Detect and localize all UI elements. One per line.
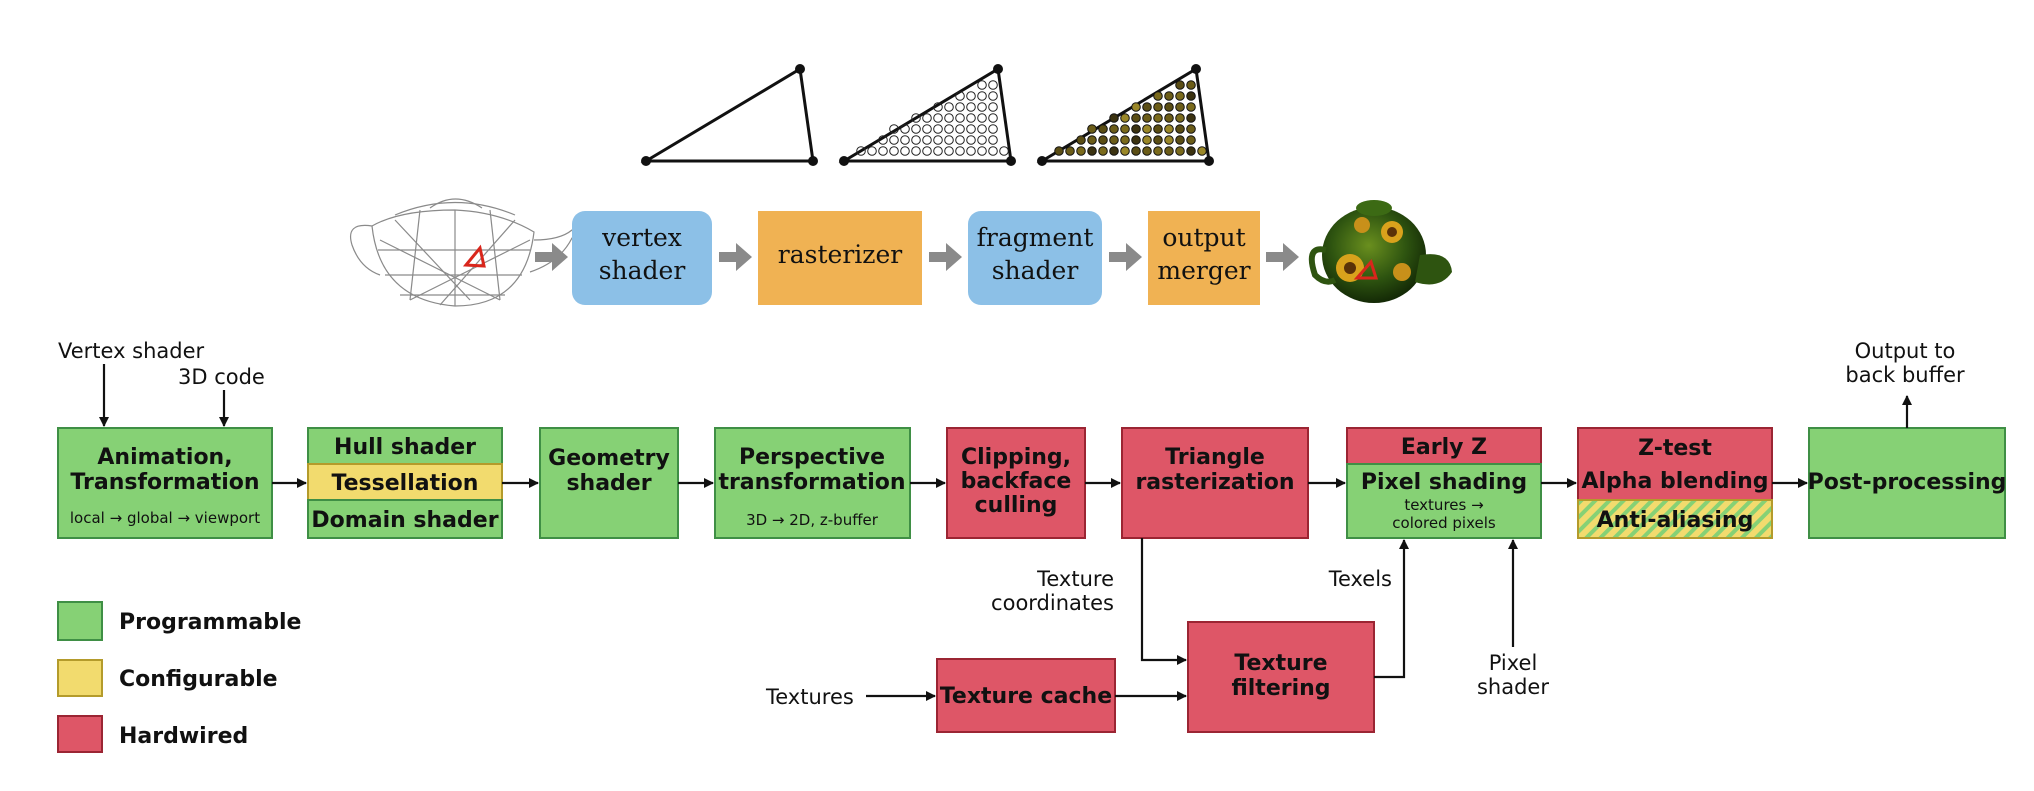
rasterizer-stage-label: rasterizer: [778, 240, 902, 269]
triangle-stage-line1: Triangle: [1165, 445, 1265, 470]
fragment-shader-stage-line1: fragment: [977, 223, 1094, 252]
fragment-shader-stage: [968, 211, 1102, 305]
tessellation-stage: [307, 463, 503, 501]
perspective-stage-line2: transformation: [718, 470, 905, 495]
clipping-stage-line1: Clipping,: [961, 445, 1071, 470]
texture-filtering-line2: filtering: [1231, 676, 1330, 701]
texture-coordinates-label-line2: coordinates: [991, 591, 1114, 615]
pixel-shader-input-line2: shader: [1477, 675, 1549, 699]
domain-shader-label: Domain shader: [311, 508, 498, 533]
perspective-stage-line1: Perspective: [739, 445, 885, 470]
clipping-stage-line2: backface: [961, 469, 1072, 494]
rasterizer-stage: [758, 211, 922, 305]
triangle-shaded-fragments-icon: [1036, 64, 1214, 166]
vertex-shader-stage: [572, 211, 712, 305]
anti-aliasing-stage: [1577, 499, 1773, 539]
legend-configurable-label: Configurable: [119, 667, 278, 692]
tessellation-label: Tessellation: [332, 471, 479, 496]
pixel-shading-sub1: textures →: [1404, 496, 1483, 514]
early-z-label: Early Z: [1401, 435, 1487, 460]
z-test-alpha-blending-stage: [1577, 427, 1773, 501]
pixel-shading-stage: [1346, 463, 1542, 539]
textures-label: Textures: [765, 685, 854, 709]
legend-programmable-label: Programmable: [119, 610, 301, 635]
vertex-shader-stage-line2: shader: [599, 256, 686, 285]
legend-hardwired-label: Hardwired: [119, 724, 248, 749]
post-processing-label: Post-processing: [1808, 470, 2007, 495]
legend-programmable-swatch: [57, 601, 103, 641]
domain-shader-stage: [307, 499, 503, 539]
output-merger-stage: [1148, 211, 1260, 305]
animation-stage-sub: local → global → viewport: [70, 509, 260, 527]
3d-code-input-label: 3D code: [178, 365, 265, 389]
animation-transformation-stage: [57, 427, 273, 539]
teapot-highlight-triangle-icon: [462, 244, 486, 268]
triangle-fragments-icon: [838, 64, 1016, 166]
legend: Programmable Configurable Hardwired: [57, 601, 301, 753]
hull-shader-label: Hull shader: [334, 435, 476, 460]
animation-stage-line2: Transformation: [70, 470, 259, 495]
clipping-stage-line3: culling: [975, 493, 1058, 518]
texture-cache-label: Texture cache: [940, 684, 1112, 709]
output-merger-stage-line1: output: [1162, 223, 1245, 252]
perspective-stage-sub: 3D → 2D, z-buffer: [746, 511, 879, 529]
pixel-shading-sub2: colored pixels: [1392, 514, 1496, 532]
fragment-shader-stage-line2: shader: [992, 256, 1079, 285]
texture-filtering-line1: Texture: [1234, 651, 1327, 676]
vertex-shader-stage-line1: vertex: [601, 223, 682, 252]
textured-teapot-icon: [1308, 200, 1452, 303]
triangle-stage-line2: rasterization: [1135, 470, 1294, 495]
anti-aliasing-label: Anti-aliasing: [1597, 508, 1754, 533]
texture-coordinates-label-line1: Texture: [1036, 567, 1114, 591]
output-merger-stage-line2: merger: [1157, 256, 1250, 285]
geometry-shader-stage: [539, 427, 679, 539]
texture-cache-stage: [936, 658, 1116, 733]
legend-configurable-swatch: [57, 659, 103, 697]
output-label-line2: back buffer: [1845, 363, 1965, 387]
pipeline-connectors: [99, 364, 1912, 701]
output-label-line1: Output to: [1855, 339, 1956, 363]
pixel-shading-label: Pixel shading: [1361, 470, 1527, 495]
geometry-stage-line1: Geometry: [548, 446, 670, 471]
top-pipeline-arrows: [535, 243, 1299, 271]
early-z-stage: [1346, 427, 1542, 465]
triangle-outline-icon: [640, 64, 818, 166]
legend-hardwired-swatch: [57, 715, 103, 753]
geometry-stage-line2: shader: [566, 471, 651, 496]
texture-filtering-stage: [1187, 621, 1375, 733]
alpha-blending-label: Alpha blending: [1581, 469, 1768, 494]
vertex-shader-input-label: Vertex shader: [58, 339, 205, 363]
texels-label: Texels: [1328, 567, 1392, 591]
post-processing-stage: [1808, 427, 2006, 539]
wireframe-teapot-icon: [350, 198, 587, 307]
z-test-label: Z-test: [1638, 436, 1712, 461]
pixel-shader-input-line1: Pixel: [1489, 651, 1538, 675]
animation-stage-line1: Animation,: [97, 445, 232, 470]
triangle-rasterization-stage: [1121, 427, 1309, 539]
